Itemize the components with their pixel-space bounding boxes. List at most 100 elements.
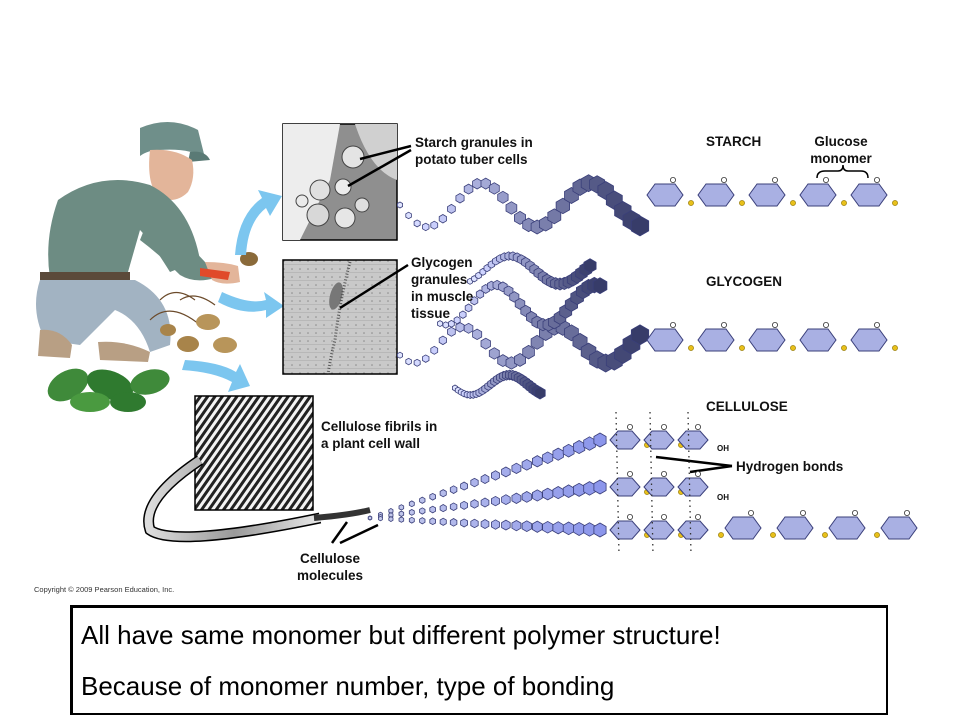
cellulose-strand-3-bead <box>398 516 405 523</box>
cellulose-strand-1-bead <box>429 492 437 501</box>
oh-label-2: OH <box>717 493 729 502</box>
starch-ring-o <box>670 176 677 183</box>
cellulose-strand-1-bead <box>552 447 564 461</box>
starch-helix-bead <box>497 190 509 204</box>
glycogen-ring <box>850 328 888 352</box>
cellulose-micrograph <box>194 395 314 511</box>
glycogen-branch-bead <box>592 277 608 295</box>
cellulose-title: CELLULOSE <box>706 399 788 414</box>
glycogen-branch-bead <box>534 386 546 400</box>
cellulose-fibrils-label: Cellulose fibrils in a plant cell wall <box>321 419 438 451</box>
cellulose-strand-3-bead <box>378 515 383 522</box>
starch-ring <box>646 183 684 207</box>
starch-helix-bead <box>480 177 491 190</box>
cellulose-strand-2-bead <box>490 495 500 507</box>
cellulose-strand-3-bead <box>408 516 415 524</box>
cellulose-long-ring-o <box>904 509 911 516</box>
cellulose-strand-3-ring <box>643 520 675 540</box>
oh-label-1: OH <box>717 444 729 453</box>
glycogen-micrograph <box>282 259 398 375</box>
cellulose-strand-2-bead <box>398 510 405 517</box>
cellulose-strand-1-bead <box>470 477 479 488</box>
glycogen-bead <box>522 344 535 360</box>
cellulose-strand-3-ring <box>677 520 709 540</box>
starch-oxygen <box>790 200 796 206</box>
starch-ring-o <box>772 176 779 183</box>
starch-ring <box>799 183 837 207</box>
cellulose-strand-1-bead <box>449 485 458 494</box>
cellulose-strand-2-ring <box>677 477 709 497</box>
cellulose-long-ring <box>776 516 814 540</box>
cellulose-strand-3-bead <box>562 521 575 536</box>
starch-oxygen <box>841 200 847 206</box>
cellulose-long-oxygen <box>718 532 724 538</box>
cellulose-strand-1-bead <box>562 443 575 458</box>
cellulose-strand-3-bead <box>367 515 373 521</box>
cellulose-strand-2-bead <box>511 492 522 504</box>
cellulose-strand-2-ring-o <box>695 470 702 477</box>
cellulose-strand-2-bead <box>552 486 564 500</box>
summary-box: All have same monomer but different poly… <box>70 605 888 715</box>
cellulose-strand-3-ring-o <box>695 514 702 521</box>
cellulose-strand-3-bead <box>552 521 564 535</box>
summary-line-2: Because of monomer number, type of bondi… <box>81 671 615 701</box>
cellulose-strand-1-ring-o <box>695 423 702 430</box>
glycogen-bead <box>413 358 421 367</box>
glycogen-oxygen <box>841 345 847 351</box>
cellulose-strand-3-bead <box>419 517 426 525</box>
hydrogen-bond-line <box>649 411 654 556</box>
cellulose-strand-1-bead <box>408 500 415 508</box>
glycogen-ring-o <box>670 321 677 328</box>
cellulose-long-oxygen <box>822 532 828 538</box>
starch-ring <box>850 183 888 207</box>
glycogen-granules-label: Glycogen granules in muscle tissue <box>411 255 474 321</box>
glycogen-ring <box>748 328 786 352</box>
cellulose-strand-3-bead <box>480 519 490 529</box>
farmer-illustration <box>36 121 258 362</box>
cellulose-strand-1-bead <box>542 451 554 465</box>
glycogen-branch-bead <box>436 320 444 328</box>
summary-line-1: All have same monomer but different poly… <box>81 620 721 650</box>
glycogen-ring <box>646 328 684 352</box>
glycogen-oxygen <box>790 345 796 351</box>
glycogen-oxygen <box>892 345 898 351</box>
cellulose-strand-2-bead <box>429 505 437 514</box>
glycogen-bead <box>405 357 412 366</box>
cellulose-strand-1-bead <box>398 504 405 511</box>
glycogen-bead <box>438 335 447 346</box>
glycogen-oxygen <box>688 345 694 351</box>
cellulose-strand-3-bead <box>521 520 532 533</box>
arrows <box>182 190 284 392</box>
cellulose-strand-1-bead <box>439 489 447 498</box>
cellulose-strand-3-bead <box>490 519 500 530</box>
cellulose-long-ring <box>880 516 918 540</box>
glycogen-bead <box>630 324 650 346</box>
starch-helix-bead <box>438 214 447 224</box>
cellulose-strand-2-bead <box>439 504 447 513</box>
cellulose-strand-2-ring-o <box>627 470 634 477</box>
glycogen-branch-bead <box>470 296 479 306</box>
cellulose-strand-3-bead <box>470 518 479 529</box>
starch-ring-o <box>823 176 830 183</box>
cellulose-strand-3-bead <box>449 518 458 527</box>
cellulose-strand-3-bead <box>593 522 607 538</box>
molecular-chains <box>367 174 918 556</box>
cellulose-strand-1-bead <box>490 470 500 481</box>
cellulose-strand-2-bead <box>501 494 511 506</box>
cellulose-strand-3-ring-o <box>627 514 634 521</box>
cellulose-strand-1-bead <box>521 458 532 471</box>
cellulose-long-ring-o <box>852 509 859 516</box>
cellulose-strand-1-ring <box>677 430 709 450</box>
cellulose-strand-1-bead <box>480 474 490 484</box>
starch-helix-bead <box>396 201 404 209</box>
starch-oxygen <box>739 200 745 206</box>
glycogen-bead <box>480 337 491 350</box>
cellulose-bundle <box>143 455 371 543</box>
cellulose-strand-1-bead <box>460 481 469 491</box>
cellulose-strand-3-ring-o <box>661 514 668 521</box>
pointer-lines <box>330 144 869 545</box>
starch-oxygen <box>688 200 694 206</box>
starch-helix-bead <box>488 182 500 195</box>
cellulose-strand-1-bead <box>419 496 426 504</box>
hydrogen-bonds-label: Hydrogen bonds <box>736 459 844 474</box>
